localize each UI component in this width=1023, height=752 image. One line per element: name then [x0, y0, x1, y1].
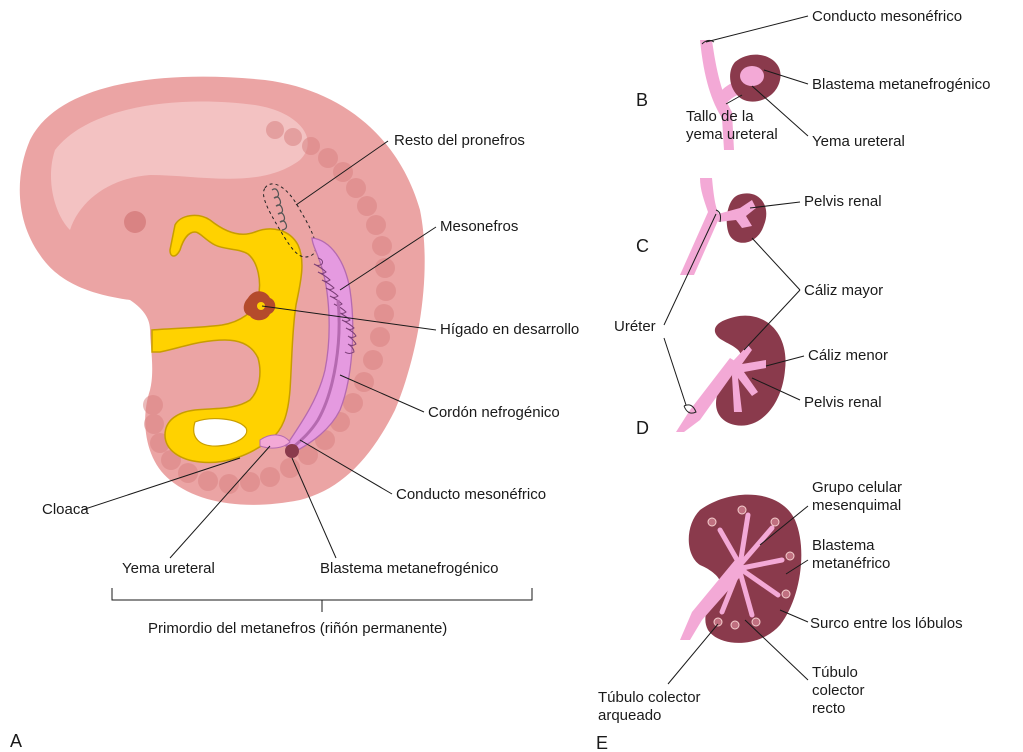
label-higado: Hígado en desarrollo — [440, 321, 579, 339]
metanephric-blastema-a — [285, 444, 299, 458]
panel-letter-c: C — [636, 236, 649, 256]
label-surco: Surco entre los lóbulos — [810, 615, 963, 633]
label-blastema-a: Blastema metanefrogénico — [320, 560, 498, 578]
label-primordio: Primordio del metanefros (riñón permanen… — [148, 620, 447, 638]
label-resto-pronefros: Resto del pronefros — [394, 132, 525, 150]
panel-letter-b: B — [636, 90, 648, 110]
label-tubulo-recto-1: Túbulo — [812, 664, 858, 682]
label-caliz-mayor: Cáliz mayor — [804, 282, 883, 300]
label-blastema-b: Blastema metanefrogénico — [812, 76, 990, 94]
label-pelvis-renal-d: Pelvis renal — [804, 394, 882, 412]
label-tallo-1: Tallo de la — [686, 108, 754, 126]
label-cordon: Cordón nefrogénico — [428, 404, 560, 422]
panel-letter-a: A — [10, 731, 22, 751]
panel-letter-e: E — [596, 733, 608, 752]
ureter-c — [680, 178, 720, 275]
label-grupo-celular-1: Grupo celular — [812, 479, 902, 497]
panel-d-illustration — [676, 316, 786, 432]
label-tubulo-recto-3: recto — [812, 700, 845, 718]
panel-c-illustration — [680, 178, 766, 275]
panel-e-illustration — [680, 495, 801, 643]
label-tubulo-recto-2: colector — [812, 682, 865, 700]
label-tubulo-arqueado-1: Túbulo colector — [598, 689, 701, 707]
label-blastema-e-2: metanéfrico — [812, 555, 890, 573]
label-blastema-e-1: Blastema — [812, 537, 875, 555]
label-grupo-celular-2: mesenquimal — [812, 497, 901, 515]
label-caliz-menor: Cáliz menor — [808, 347, 888, 365]
ureteric-bud-b — [740, 66, 764, 86]
label-tallo-2: yema ureteral — [686, 126, 778, 144]
label-conducto-mesonefrico-b: Conducto mesonéfrico — [812, 8, 962, 26]
embryo-illustration — [20, 77, 425, 505]
label-ureter: Uréter — [614, 318, 656, 336]
label-tubulo-arqueado-2: arqueado — [598, 707, 661, 725]
label-conducto-mesonefrico-a: Conducto mesonéfrico — [396, 486, 546, 504]
otic-vesicle — [124, 211, 146, 233]
panel-letter-d: D — [636, 418, 649, 438]
label-cloaca: Cloaca — [42, 501, 89, 519]
label-yema-ureteral-a: Yema ureteral — [122, 560, 215, 578]
label-yema-ureteral-b: Yema ureteral — [812, 133, 905, 151]
label-mesonefros: Mesonefros — [440, 218, 518, 236]
label-pelvis-renal-c: Pelvis renal — [804, 193, 882, 211]
